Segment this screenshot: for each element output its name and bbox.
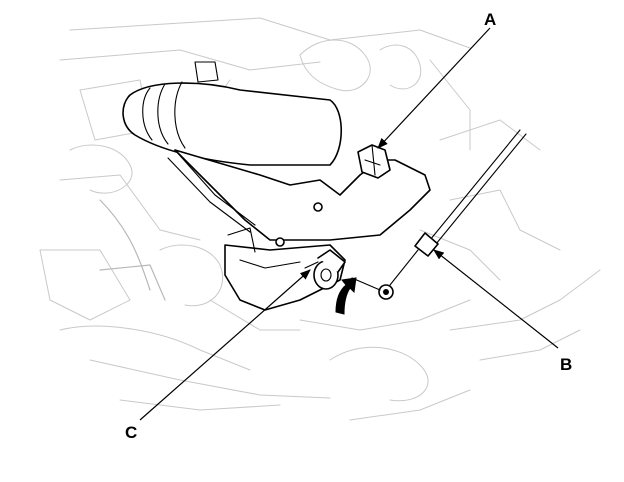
cable-clip bbox=[357, 144, 391, 179]
leader-lines bbox=[139, 27, 559, 421]
leader-line-b bbox=[433, 249, 559, 349]
rotation-arrow bbox=[335, 277, 357, 315]
callout-label-c: C bbox=[125, 423, 137, 442]
leader-line-c bbox=[139, 269, 311, 421]
callout-label-a: A bbox=[484, 10, 496, 29]
lower-bracket bbox=[224, 227, 346, 311]
throttle-lever bbox=[304, 249, 346, 290]
intake-hose bbox=[122, 61, 342, 166]
background-engine-outline bbox=[39, 17, 601, 421]
leader-line-a bbox=[377, 27, 491, 149]
callout-label-b: B bbox=[560, 355, 572, 374]
throttle-cable bbox=[351, 129, 527, 300]
